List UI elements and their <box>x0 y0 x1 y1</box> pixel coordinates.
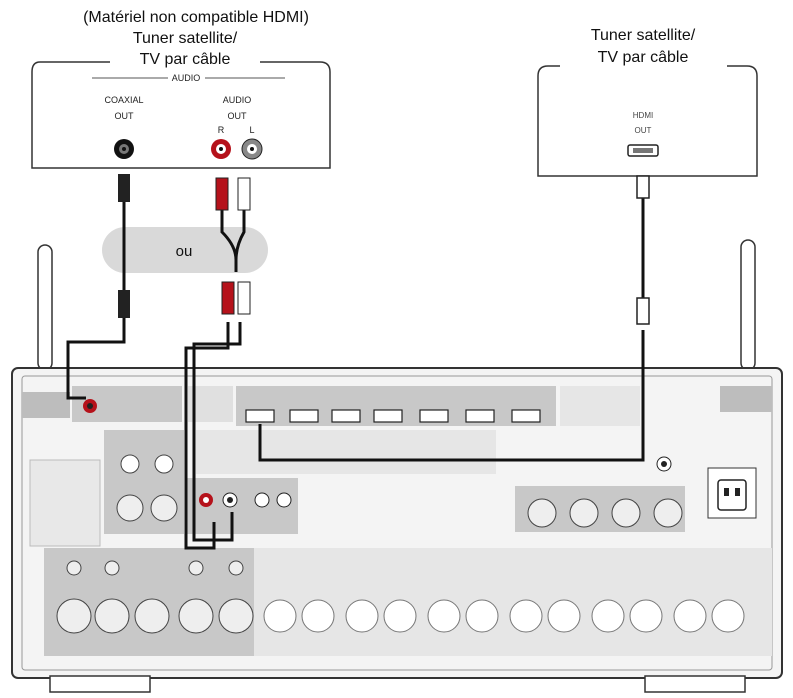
hdmi-plug-top <box>636 175 650 199</box>
left-device-title-line3: TV par câble <box>140 51 231 68</box>
l-label: L <box>249 125 254 135</box>
left-device-box <box>31 61 331 169</box>
audio-out-label-1: AUDIO <box>223 95 252 105</box>
power-inlet <box>717 479 747 511</box>
hdmi-out-port <box>627 144 659 157</box>
left-device-title-line1: (Matériel non compatible HDMI) <box>83 9 309 26</box>
rca-plugs-top <box>215 177 251 211</box>
coaxial-cable <box>66 174 126 400</box>
receiver-jacks <box>56 399 745 634</box>
right-device-box <box>537 65 758 177</box>
antenna-right <box>740 239 756 371</box>
receiver-panels <box>22 386 772 656</box>
hdmi-cable <box>258 186 645 462</box>
rca-cable <box>184 210 246 550</box>
hdmi-label-1: HDMI <box>633 111 653 120</box>
right-device-title-line1: Tuner satellite/ <box>591 27 696 44</box>
rca-plugs-bottom <box>221 281 251 315</box>
right-device-title-line2: TV par câble <box>598 49 689 66</box>
coaxial-plug-bottom <box>118 290 130 318</box>
audio-l-jack <box>241 138 263 160</box>
coaxial-label-1: COAXIAL <box>104 95 143 105</box>
coaxial-label-2: OUT <box>115 111 135 121</box>
audio-out-label-2: OUT <box>228 111 248 121</box>
antenna-left <box>37 244 53 371</box>
or-label: ou <box>176 243 193 260</box>
left-device-title-line2: Tuner satellite/ <box>133 30 238 47</box>
r-label: R <box>218 125 225 135</box>
hdmi-label-2: OUT <box>635 126 652 135</box>
coaxial-jack <box>114 139 134 159</box>
hdmi-plug-bottom <box>636 297 650 325</box>
audio-group-label: AUDIO <box>172 73 201 83</box>
hdmi-input-ports <box>245 409 541 423</box>
audio-r-jack <box>211 139 231 159</box>
coaxial-plug-top <box>118 174 130 202</box>
